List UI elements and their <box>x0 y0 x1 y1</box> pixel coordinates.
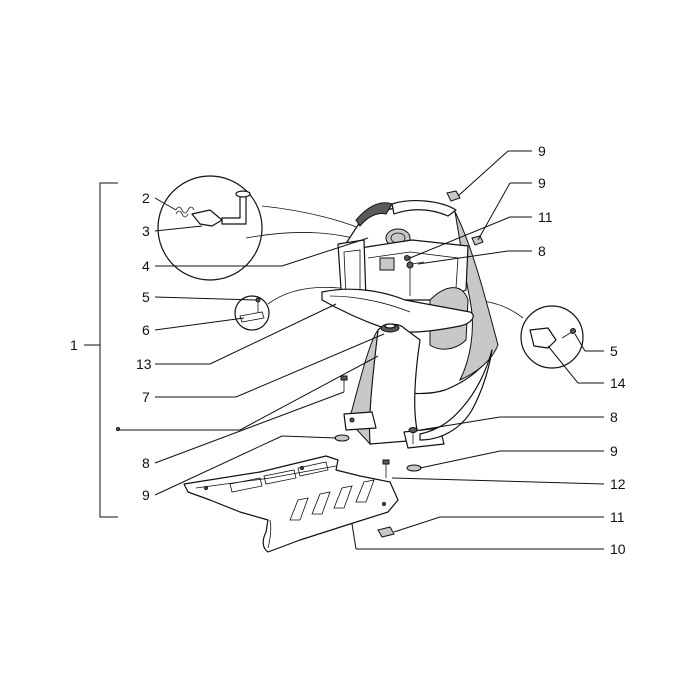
callout-7: 7 <box>142 389 150 405</box>
center-tunnel <box>343 323 493 449</box>
callout-9-top: 9 <box>538 143 546 159</box>
callout-8-right: 8 <box>610 409 618 425</box>
callout-1: 1 <box>70 337 78 353</box>
callout-10: 10 <box>610 541 626 557</box>
assembly-bracket <box>84 182 118 518</box>
callout-9-upper-right: 9 <box>538 175 546 191</box>
callout-13: 13 <box>136 356 152 372</box>
fasteners <box>334 190 484 538</box>
hinge-lever-part <box>191 190 251 227</box>
footboard-slots-front <box>289 479 375 521</box>
callout-11-bottom: 11 <box>610 509 625 525</box>
spring-part <box>175 206 195 218</box>
glove-box-tray <box>321 288 474 333</box>
callout-5-left: 5 <box>142 289 150 305</box>
leader-lines <box>116 150 605 550</box>
callout-5-right: 5 <box>610 343 618 359</box>
footboard-panel <box>183 455 399 553</box>
callout-8-top: 8 <box>538 243 546 259</box>
callout-2: 2 <box>142 190 150 206</box>
detail-circle-clip-right <box>449 300 584 369</box>
callout-labels: 1 2 3 4 5 6 13 7 8 9 9 9 11 8 5 14 8 9 1… <box>70 143 626 557</box>
callout-14: 14 <box>610 375 626 391</box>
callout-9-right: 9 <box>610 443 618 459</box>
detail-circle-hinge <box>157 175 389 281</box>
callout-6: 6 <box>142 322 150 338</box>
callout-9-left: 9 <box>142 487 150 503</box>
footboard-slots-rear <box>229 461 329 493</box>
leg-shield-body <box>337 200 499 395</box>
callout-11-top: 11 <box>538 209 553 225</box>
callout-3: 3 <box>142 223 150 239</box>
callout-4: 4 <box>142 258 150 274</box>
callout-8-left: 8 <box>142 455 150 471</box>
callout-12: 12 <box>610 476 626 492</box>
